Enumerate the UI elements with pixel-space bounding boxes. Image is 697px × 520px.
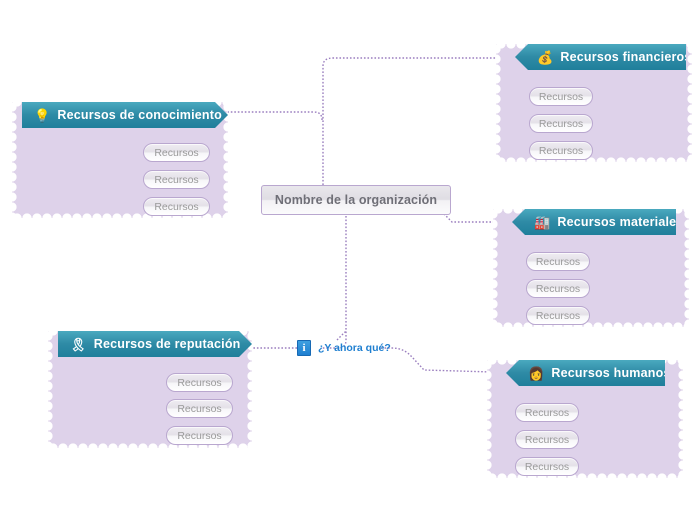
panel-edge-right (674, 360, 683, 478)
panel-edge-left (493, 209, 502, 327)
branch-title-label: Recursos materiales (557, 214, 684, 229)
ribbon-award-icon: 🎗 (70, 336, 87, 352)
branch-conocimiento[interactable]: 💡 Recursos de conocimiento Recursos Recu… (12, 102, 228, 218)
branch-financieros[interactable]: 💰 Recursos financieros Recursos Recursos… (496, 44, 692, 162)
wire-humanos (381, 347, 493, 373)
wire-conocimiento (216, 111, 323, 121)
money-bag-icon: 💰 (537, 49, 554, 65)
child-node[interactable]: Recursos (515, 403, 579, 422)
child-node[interactable]: Recursos (166, 373, 233, 392)
child-node[interactable]: Recursos (143, 197, 210, 216)
panel-edge-left (496, 44, 505, 162)
factory-building-icon: 🏭 (534, 214, 551, 230)
branch-title-label: Recursos de reputación (93, 336, 241, 351)
lightbulb-icon: 💡 (34, 107, 51, 123)
info-node-label: ¿Y ahora qué? (318, 342, 391, 354)
child-node[interactable]: Recursos (166, 399, 233, 418)
child-node[interactable]: Recursos (529, 87, 593, 106)
panel-edge-right (680, 209, 689, 327)
child-node[interactable]: Recursos (515, 457, 579, 476)
child-node[interactable]: Recursos (526, 252, 590, 271)
info-node[interactable]: i ¿Y ahora qué? (297, 339, 391, 357)
branch-title-label: Recursos financieros (560, 49, 692, 64)
branch-materiales[interactable]: 🏭 Recursos materiales Recursos Recursos … (493, 209, 689, 327)
child-node[interactable]: Recursos (143, 170, 210, 189)
branch-title-financieros[interactable]: 💰 Recursos financieros (515, 44, 686, 70)
wire-financieros (322, 57, 496, 185)
branch-humanos[interactable]: 👩 Recursos humanos Recursos Recursos Rec… (487, 360, 683, 478)
child-node[interactable]: Recursos (143, 143, 210, 162)
branch-title-label: Recursos humanos (551, 365, 671, 380)
branch-title-materiales[interactable]: 🏭 Recursos materiales (512, 209, 676, 235)
wire-spine-down (322, 216, 347, 349)
person-icon: 👩 (528, 365, 545, 381)
child-node[interactable]: Recursos (526, 306, 590, 325)
child-node[interactable]: Recursos (529, 114, 593, 133)
branch-title-reputacion[interactable]: 🎗 Recursos de reputación (58, 331, 252, 357)
info-icon: i (297, 340, 311, 356)
panel-edge-left (48, 331, 57, 448)
panel-edge-left (12, 102, 21, 218)
panel-edge-left (487, 360, 496, 478)
child-node[interactable]: Recursos (526, 279, 590, 298)
branch-reputacion[interactable]: 🎗 Recursos de reputación Recursos Recurs… (48, 331, 252, 448)
central-node[interactable]: Nombre de la organización (261, 185, 451, 215)
branch-title-conocimiento[interactable]: 💡 Recursos de conocimiento (22, 102, 228, 128)
child-node[interactable]: Recursos (529, 141, 593, 160)
branch-title-humanos[interactable]: 👩 Recursos humanos (506, 360, 665, 386)
branch-title-label: Recursos de conocimiento (57, 107, 222, 122)
child-node[interactable]: Recursos (166, 426, 233, 445)
child-node[interactable]: Recursos (515, 430, 579, 449)
